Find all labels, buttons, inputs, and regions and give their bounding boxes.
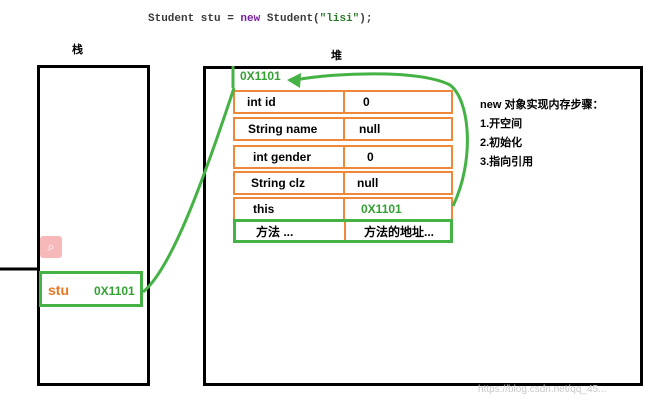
arrowhead [287,73,301,88]
magnify-icon[interactable]: ⌕ [40,236,62,258]
heap-object-address: 0X1101 [240,69,281,83]
field-name: String clz [235,173,345,193]
field-name: this [235,199,345,219]
reference-arrow [142,87,236,294]
stack-var-name: stu [48,282,69,298]
notes-title: new 对象实现内存步骤： [480,99,604,111]
field-row: int id 0 [233,90,453,114]
field-row: int gender 0 [233,145,453,169]
field-value: null [359,122,381,136]
watermark: https://blog.csdn.net/qq_45... [478,384,607,395]
field-name: int id [235,92,345,112]
field-row: String clz null [233,171,453,195]
method-address: 方法的地址... [364,224,435,239]
step-item: 1.开空间 [480,118,523,130]
method-name: 方法 ... [236,222,346,240]
code-line: Student stu = new Student("lisi"); [148,13,373,25]
field-value: 0 [367,150,374,164]
stack-label: 栈 [72,44,83,56]
field-value: 0 [363,95,370,109]
heap-label: 堆 [331,50,342,62]
field-name: String name [235,119,345,139]
field-value: null [357,176,379,190]
method-row: 方法 ... 方法的地址... [233,219,453,243]
this-arrow [294,72,469,207]
field-name: int gender [235,147,345,167]
step-item: 2.初始化 [480,137,523,149]
step-item: 3.指向引用 [480,156,534,168]
stack-region [37,65,150,386]
heap-region [203,66,643,386]
field-value: 0X1101 [361,202,402,216]
stack-var-value: 0X1101 [94,284,135,298]
field-row: String name null [233,117,453,141]
stack-cell-stu [39,271,143,307]
steps-notes: new 对象实现内存步骤： 1.开空间 2.初始化 3.指向引用 [480,96,603,172]
